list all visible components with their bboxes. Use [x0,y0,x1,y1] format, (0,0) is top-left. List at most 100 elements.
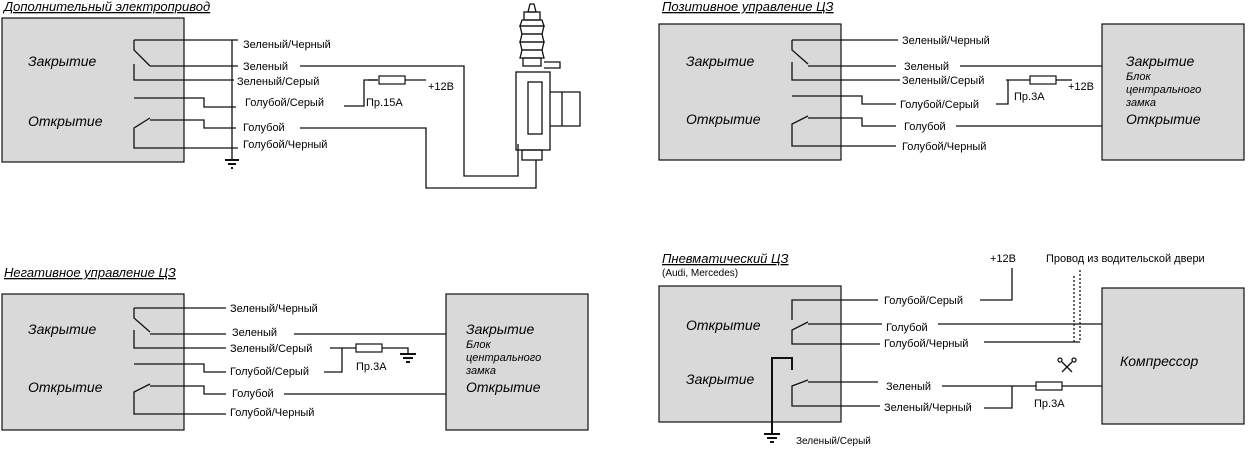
relay-contact-line [133,402,226,415]
relay-switch [133,308,151,333]
wire-to-actuator [300,65,519,177]
panel-title: Дополнительный электропривод [2,0,210,14]
unit-opening-label: Открытие [466,379,541,395]
wire-label: Зеленый/Серый [902,75,984,87]
relay-contact-line [133,64,184,81]
ground-icon [764,433,780,443]
wire-label: Зеленый [232,327,277,339]
relay-switch [133,40,151,67]
panel-title: Негативное управление ЦЗ [4,265,176,280]
wire-label: Голубой/Черный [902,141,986,153]
supply-label: +12В [428,81,454,93]
wire [980,268,1013,301]
wire-label: Зеленый/Черный [243,39,331,51]
unit-opening-label: Открытие [1126,111,1201,127]
relay-contact-line [771,357,793,370]
relay-contact-line [133,330,226,349]
closing-label: Закрытие [28,321,97,337]
relay-switch [791,115,809,134]
fuse-icon [1035,381,1063,391]
relay-contact-line [791,340,880,345]
wire-label: Голубой/Серый [245,97,324,109]
relay-switch [791,379,809,396]
scissors-icon [1057,357,1077,373]
alarm-unit-box [1,293,185,431]
ground-icon [225,159,239,169]
wire-label: Голубой [886,322,928,334]
wire-label: Голубой/Черный [884,338,968,350]
wire-label: Зеленый/Серый [796,436,871,447]
wire [344,79,378,107]
wire-label: Голубой/Серый [900,99,979,111]
supply-label: +12В [990,253,1016,265]
wire-label: Голубой/Черный [230,407,314,419]
relay-switch [133,383,151,402]
wire [984,386,1013,409]
wire-label: Зеленый [243,61,288,73]
relay-contact-line [791,299,878,320]
fuse-icon [1029,75,1057,85]
relay-contact-line [150,385,226,395]
wire [996,80,1009,105]
central-lock-unit-box [445,293,589,431]
ground-icon [400,353,416,363]
unit-name-line: центрального [1126,84,1201,96]
fuse-label: Пр.3А [1034,398,1065,410]
panel-extra-actuator: Дополнительный электропривод Закрытие От… [1,0,581,189]
panel-title: Позитивное управление ЦЗ [662,0,834,14]
wire-label: Зеленый [904,61,949,73]
opening-label: Открытие [28,113,103,129]
wire-label: Зеленый [886,381,931,393]
wire-label: Голубой [904,121,946,133]
relay-switch [791,40,809,65]
supply-label: +12В [1068,81,1094,93]
fuse-label: Пр.3А [1014,91,1045,103]
opening-label: Открытие [28,379,103,395]
alarm-unit-box [658,285,842,423]
opening-label: Открытие [686,111,761,127]
opening-label: Открытие [686,317,761,333]
fuse-icon [355,343,383,353]
unit-closing-label: Закрытие [466,321,535,337]
relay-contact-line [792,95,896,105]
wire [324,348,343,373]
wire [382,347,409,354]
relay-contact-line [791,62,841,81]
compressor-box [1101,287,1245,425]
alarm-unit-box [1,17,185,163]
wire-label: Голубой/Серый [230,366,309,378]
panel-negative: Негативное управление ЦЗ Закрытие Открыт… [1,265,589,431]
compressor-label: Компрессор [1120,353,1199,369]
unit-name-line: замка [465,365,496,377]
door-wire-label: Провод из водительской двери [1046,253,1205,265]
relay-contact-line [133,138,184,149]
wire-label: Голубой/Черный [243,139,327,151]
closing-label: Закрытие [686,53,755,69]
relay-contact-line [150,119,236,129]
relay-contact-line [791,134,896,147]
wire-label: Зеленый/Серый [230,343,312,355]
relay-switch [791,321,809,340]
unit-name-line: замка [1125,97,1156,109]
wire-label: Голубой [243,122,285,134]
relay-contact-line [808,117,896,127]
central-lock-unit-box [1101,23,1245,161]
relay-contact-line [134,97,236,108]
wire-label: Зеленый/Черный [230,303,318,315]
panel-title: Пневматический ЦЗ [662,251,788,266]
unit-closing-label: Закрытие [1126,53,1195,69]
unit-name-line: центрального [466,352,541,364]
wire-label: Зеленый/Черный [884,402,972,414]
alarm-unit-box [658,23,842,161]
unit-name-line: Блок [1126,71,1151,83]
wire-label: Голубой [232,388,274,400]
closing-label: Закрытие [686,371,755,387]
actuator-icon [515,3,581,161]
fuse-label: Пр.15А [366,97,403,109]
panel-subtitle: (Audi, Mercedes) [662,268,738,279]
wire-to-actuator [300,127,537,189]
relay-contact-line [134,363,226,373]
closing-label: Закрытие [28,53,97,69]
fuse-label: Пр.3А [356,361,387,373]
